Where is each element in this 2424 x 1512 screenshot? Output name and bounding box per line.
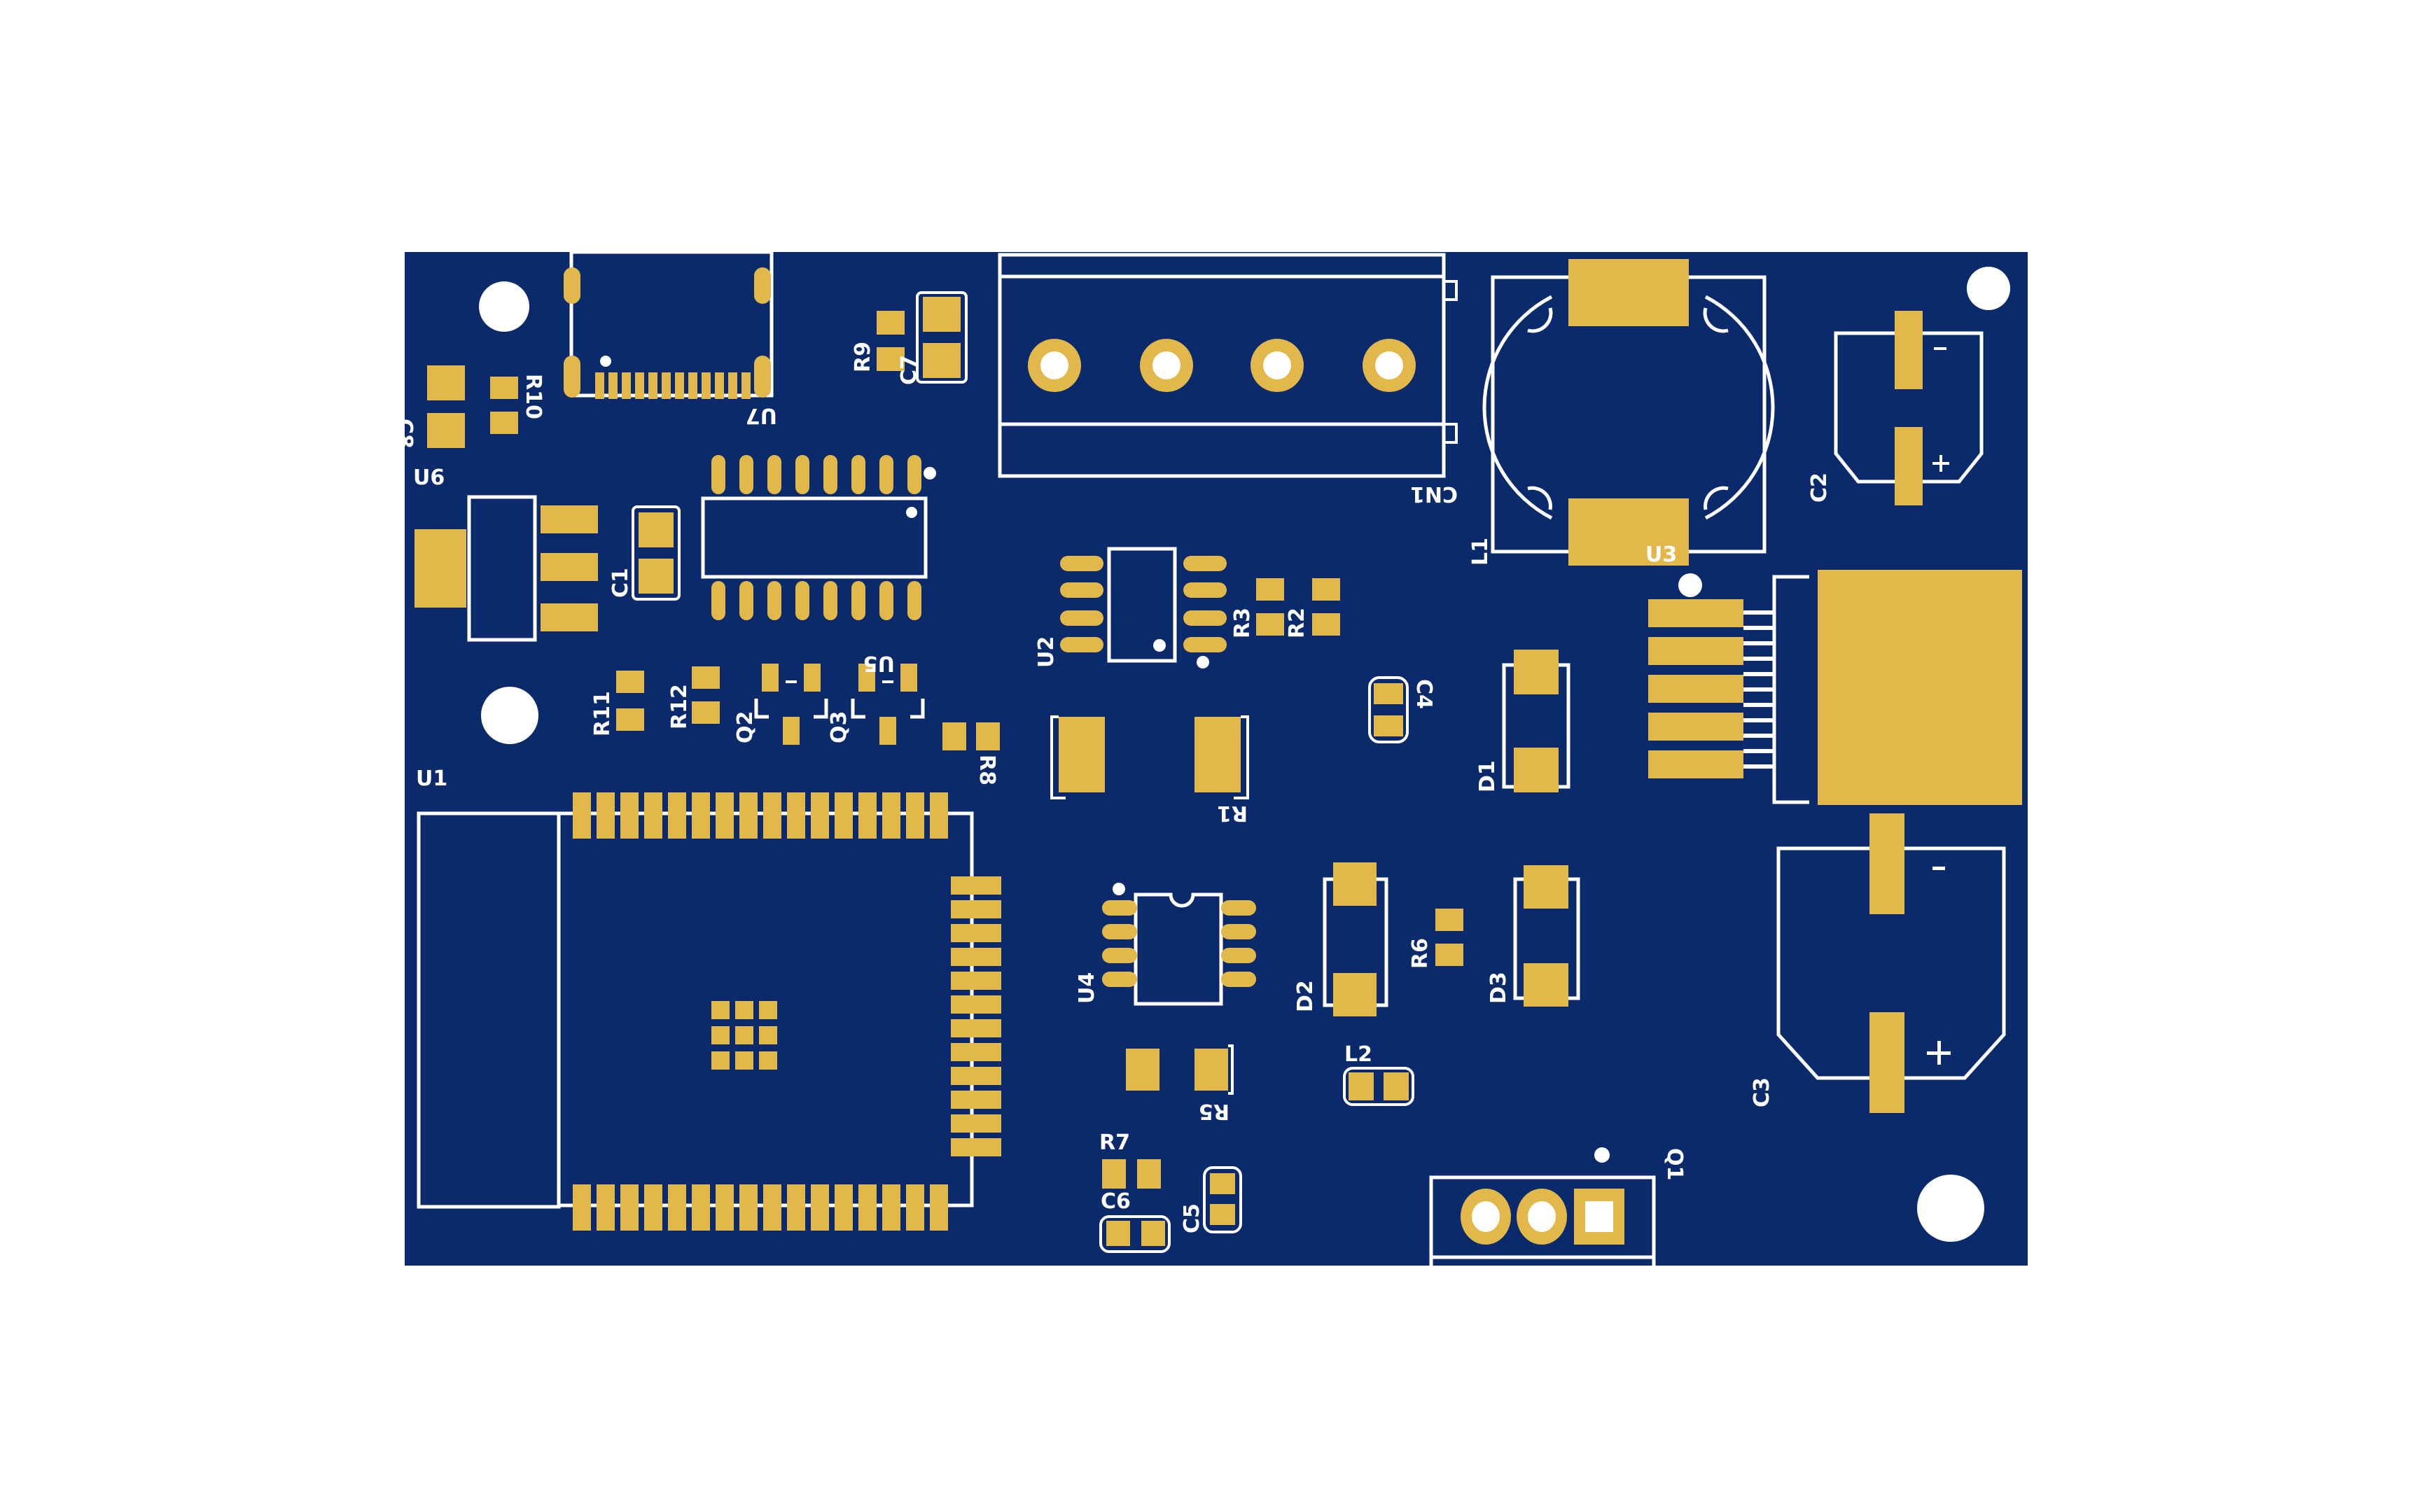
label-u5: U5 — [863, 651, 895, 676]
label-q3: Q3 — [827, 711, 851, 743]
label-c7: C7 — [897, 355, 921, 385]
label-cn1: CN1 — [1410, 482, 1458, 506]
board-components — [415, 252, 2022, 1266]
label-l1: L1 — [1468, 538, 1493, 566]
module-u1 — [417, 792, 1001, 1231]
label-c5: C5 — [1180, 1203, 1204, 1233]
label-q2: Q2 — [733, 711, 758, 743]
terminal-block-cn1 — [998, 253, 1458, 478]
label-d3: D3 — [1486, 972, 1511, 1004]
resistor-r5 — [1126, 1044, 1234, 1095]
label-r11: R11 — [590, 691, 615, 736]
transistor-q1-to220 — [1429, 1147, 1656, 1266]
resistor-r9 — [877, 311, 905, 371]
designator-labels: U6 U1 U7 C8 R10 R9 C7 C1 U5 R11 R12 Q2 Q… — [392, 342, 1832, 1233]
capacitor-c7 — [916, 291, 968, 384]
resistor-r6 — [1435, 909, 1463, 966]
resistor-r10 — [490, 377, 518, 434]
label-u4: U4 — [1075, 972, 1099, 1004]
regulator-u6 — [415, 495, 598, 642]
resistor-r8 — [942, 722, 1000, 750]
resistor-r7 — [1102, 1159, 1161, 1189]
transistor-q3 — [851, 664, 925, 745]
ic-u4 — [1102, 883, 1256, 1006]
inductor-l2 — [1343, 1067, 1414, 1106]
capacitor-c6 — [1099, 1215, 1171, 1253]
mounting-hole — [1967, 267, 2010, 310]
resistor-r11 — [616, 671, 644, 731]
label-l2: L2 — [1344, 1042, 1372, 1067]
capacitor-c1 — [632, 505, 681, 601]
label-c8: C8 — [392, 419, 417, 449]
label-c2: C2 — [1807, 472, 1832, 503]
label-d2: D2 — [1293, 980, 1318, 1012]
usb-connector-u7 — [564, 252, 774, 399]
label-r9: R9 — [851, 342, 875, 372]
resistor-r2 — [1312, 578, 1340, 636]
label-u3: U3 — [1645, 542, 1677, 567]
capacitor-c8 — [427, 365, 465, 448]
label-c6: C6 — [1101, 1189, 1131, 1214]
diode-d1 — [1502, 650, 1570, 792]
resistor-r12 — [692, 666, 720, 724]
label-r12: R12 — [667, 684, 692, 729]
label-r3: R3 — [1230, 608, 1255, 638]
inductor-l1 — [1482, 259, 1775, 566]
ic-u2-soic8 — [1060, 547, 1227, 668]
mounting-hole — [1917, 1175, 1984, 1242]
capacitor-c3-polarized — [1776, 813, 2006, 1113]
label-c3: C3 — [1750, 1077, 1774, 1107]
label-q1: Q1 — [1662, 1148, 1687, 1180]
label-r7: R7 — [1099, 1130, 1130, 1155]
label-u6: U6 — [413, 465, 445, 490]
mounting-hole — [479, 281, 529, 332]
resistor-r1 — [1050, 715, 1249, 799]
mounting-hole — [481, 687, 538, 744]
label-u1: U1 — [416, 766, 447, 791]
ic-u5-soic — [701, 455, 936, 620]
label-r2: R2 — [1285, 608, 1309, 638]
label-u2: U2 — [1034, 636, 1059, 668]
diode-d2 — [1323, 862, 1388, 1016]
regulator-u3-dpak — [1648, 570, 2022, 805]
capacitor-c4 — [1368, 676, 1409, 743]
label-u7: U7 — [746, 403, 777, 428]
label-r10: R10 — [521, 374, 545, 419]
capacitor-c2-polarized — [1834, 311, 1984, 505]
capacitor-c5 — [1203, 1166, 1242, 1233]
label-r8: R8 — [975, 755, 999, 785]
resistor-r3 — [1256, 578, 1284, 636]
label-r1: R1 — [1217, 801, 1248, 825]
transistor-q2 — [754, 664, 828, 745]
label-c4: C4 — [1412, 679, 1436, 709]
label-c1: C1 — [608, 568, 633, 598]
label-r6: R6 — [1408, 938, 1433, 969]
label-r5: R5 — [1199, 1099, 1230, 1124]
diode-d3 — [1513, 865, 1580, 1007]
label-d1: D1 — [1475, 760, 1500, 792]
